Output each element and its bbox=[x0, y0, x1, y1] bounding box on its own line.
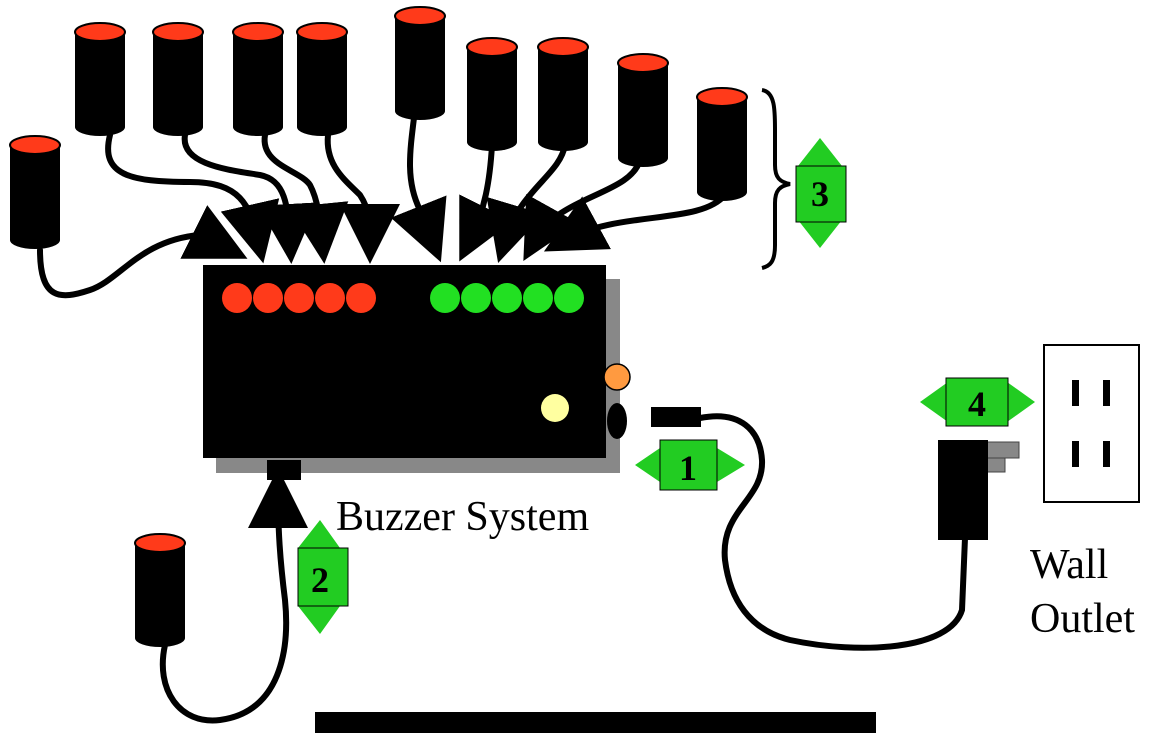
cord-8 bbox=[486, 142, 568, 263]
green-light bbox=[492, 283, 522, 313]
cord-1 bbox=[37, 205, 248, 299]
buzzer bbox=[134, 533, 186, 647]
cord-11 bbox=[159, 468, 309, 724]
buzzer bbox=[617, 53, 669, 167]
step-2-label: 2 bbox=[311, 560, 329, 600]
wall-adapter bbox=[938, 440, 1020, 540]
cord-4 bbox=[261, 132, 349, 264]
green-light bbox=[523, 283, 553, 313]
buzzer bbox=[394, 6, 446, 120]
buzzer bbox=[152, 22, 204, 136]
cord-2 bbox=[105, 132, 280, 264]
buzzer bbox=[466, 37, 518, 151]
buzzer-box bbox=[203, 265, 631, 480]
step-1-label: 1 bbox=[679, 448, 697, 488]
buzzer bbox=[537, 37, 589, 151]
buzzer bbox=[9, 135, 61, 249]
red-lights bbox=[222, 283, 376, 313]
red-light bbox=[222, 283, 252, 313]
buzzer-port bbox=[267, 460, 301, 480]
red-light bbox=[346, 283, 376, 313]
wall-outlet bbox=[1043, 344, 1140, 503]
green-light bbox=[461, 283, 491, 313]
buzzer-cords bbox=[37, 107, 968, 724]
brace bbox=[761, 88, 791, 270]
power-plug bbox=[651, 407, 701, 427]
green-light bbox=[554, 283, 584, 313]
buzzers bbox=[9, 6, 748, 647]
wall-label-line2: Outlet bbox=[1030, 596, 1135, 642]
step-1-arrow: 1 bbox=[635, 439, 745, 491]
red-light bbox=[315, 283, 345, 313]
yellow-light bbox=[541, 394, 569, 422]
bottom-bar bbox=[315, 712, 876, 733]
red-light bbox=[253, 283, 283, 313]
step-2-arrow: 2 bbox=[297, 520, 349, 634]
orange-button bbox=[603, 363, 631, 391]
step-3-arrow: 3 bbox=[795, 138, 847, 248]
cord-6 bbox=[390, 107, 447, 263]
buzzer bbox=[232, 22, 284, 136]
step-4-label: 4 bbox=[968, 384, 986, 424]
cord-3 bbox=[181, 132, 318, 264]
cord-10 bbox=[543, 192, 728, 252]
wall-label-line1: Wall bbox=[1030, 542, 1108, 588]
step-4-arrow: 4 bbox=[920, 377, 1035, 427]
power-cord bbox=[697, 413, 968, 651]
buzzer bbox=[296, 22, 348, 136]
cord-5 bbox=[324, 132, 400, 264]
step-3-label: 3 bbox=[811, 174, 829, 214]
buzzer bbox=[74, 22, 126, 136]
cord-7 bbox=[459, 142, 513, 262]
power-jack bbox=[607, 403, 627, 439]
buzzer-system-label: Buzzer System bbox=[336, 494, 589, 540]
buzzer bbox=[696, 87, 748, 201]
green-lights bbox=[430, 283, 584, 313]
green-light bbox=[430, 283, 460, 313]
red-light bbox=[284, 283, 314, 313]
